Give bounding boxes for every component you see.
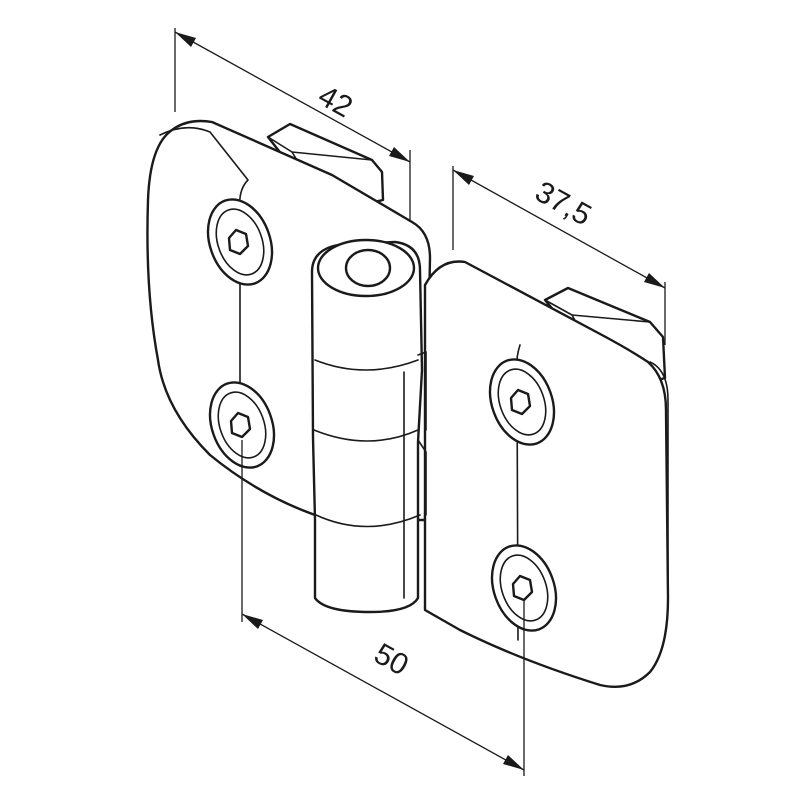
dimension-42-arrow-right bbox=[389, 147, 410, 162]
pin-hole bbox=[344, 248, 392, 288]
hinge-knuckle bbox=[310, 238, 427, 614]
right-leaf-thickness-edge bbox=[649, 361, 669, 601]
dimension-37-5-arrow-right bbox=[644, 273, 665, 288]
dimension-37-5-line bbox=[452, 169, 666, 289]
dimension-42-line bbox=[174, 31, 411, 163]
right-leaf-plate bbox=[423, 260, 670, 689]
screw-bottom-right bbox=[490, 544, 558, 632]
dimension-42-arrow-left bbox=[175, 32, 196, 47]
dimension-50-arrow-right bbox=[503, 755, 524, 770]
right-leaf bbox=[423, 260, 670, 689]
dimension-37-5-label: 37,5 bbox=[530, 175, 597, 232]
dimension-50-label: 50 bbox=[369, 637, 414, 682]
knuckle-segment-line-1 bbox=[314, 359, 419, 371]
knuckle-segment-line-3 bbox=[315, 514, 421, 528]
knuckle-segment-line-2 bbox=[313, 429, 419, 442]
dimension-50-arrow-left bbox=[242, 614, 263, 629]
screw-bottom-left bbox=[208, 381, 276, 469]
screw-top-left bbox=[206, 198, 274, 286]
hex-socket-icon bbox=[227, 228, 250, 256]
dimension-42-label: 42 bbox=[313, 79, 358, 124]
screw-top-right bbox=[488, 358, 556, 446]
dimension-37-5-arrow-left bbox=[453, 170, 474, 185]
hex-socket-icon bbox=[229, 411, 252, 439]
hex-socket-icon bbox=[511, 574, 534, 602]
hex-socket-icon bbox=[509, 388, 532, 416]
dimension-50-line bbox=[241, 613, 525, 771]
knuckle-barrel bbox=[310, 240, 424, 614]
